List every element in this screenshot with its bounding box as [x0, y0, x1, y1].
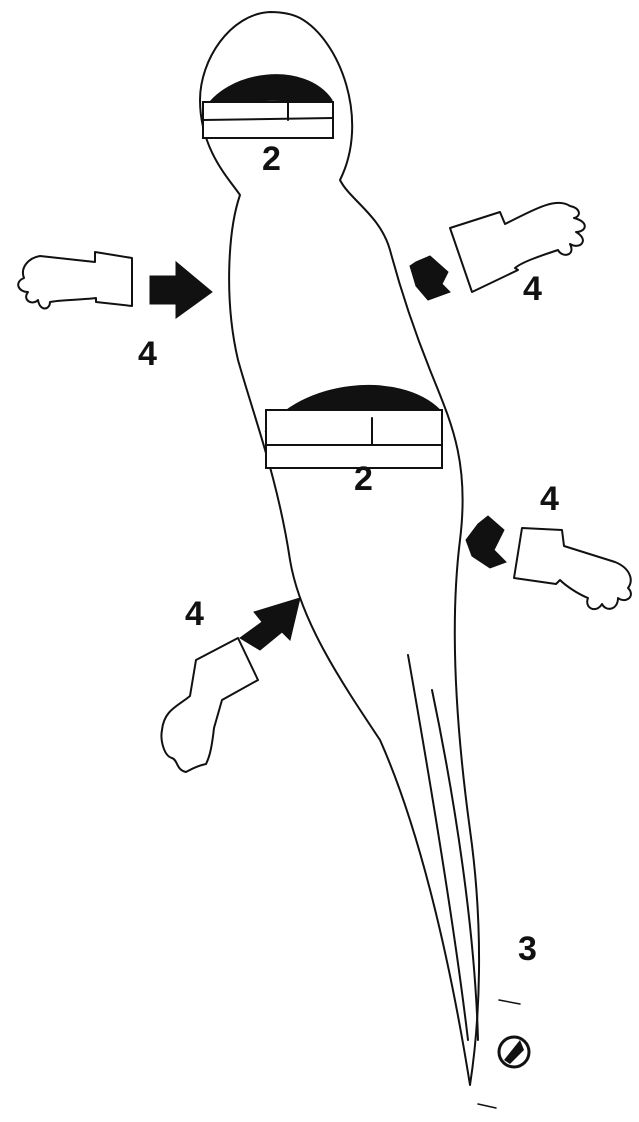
leg-rear-right — [514, 528, 631, 609]
body-outline — [200, 12, 479, 1085]
tail-mark-top — [499, 1000, 520, 1004]
tail-line-left — [408, 655, 468, 1040]
leg-front-left — [18, 252, 132, 309]
label-leg-rear-left: 4 — [185, 595, 204, 633]
label-band-mid: 2 — [354, 460, 373, 498]
tail-circle-arrow-icon — [504, 1040, 524, 1064]
head-band — [203, 75, 333, 138]
label-tail: 3 — [518, 930, 537, 968]
label-leg-front-left: 4 — [138, 335, 157, 373]
leg-rear-left — [161, 638, 258, 772]
leg-front-right — [450, 203, 585, 292]
tail-mark-bottom — [478, 1104, 496, 1108]
arrow-rear-left — [240, 598, 300, 650]
arrow-rear-right — [466, 516, 506, 568]
label-band-head: 2 — [262, 140, 281, 178]
tail-line-right — [432, 690, 478, 1040]
label-leg-front-right: 4 — [523, 270, 542, 308]
arrow-front-right — [410, 256, 450, 300]
arrow-front-left — [150, 262, 212, 318]
mid-band — [265, 385, 442, 468]
label-leg-rear-right: 4 — [540, 480, 559, 518]
